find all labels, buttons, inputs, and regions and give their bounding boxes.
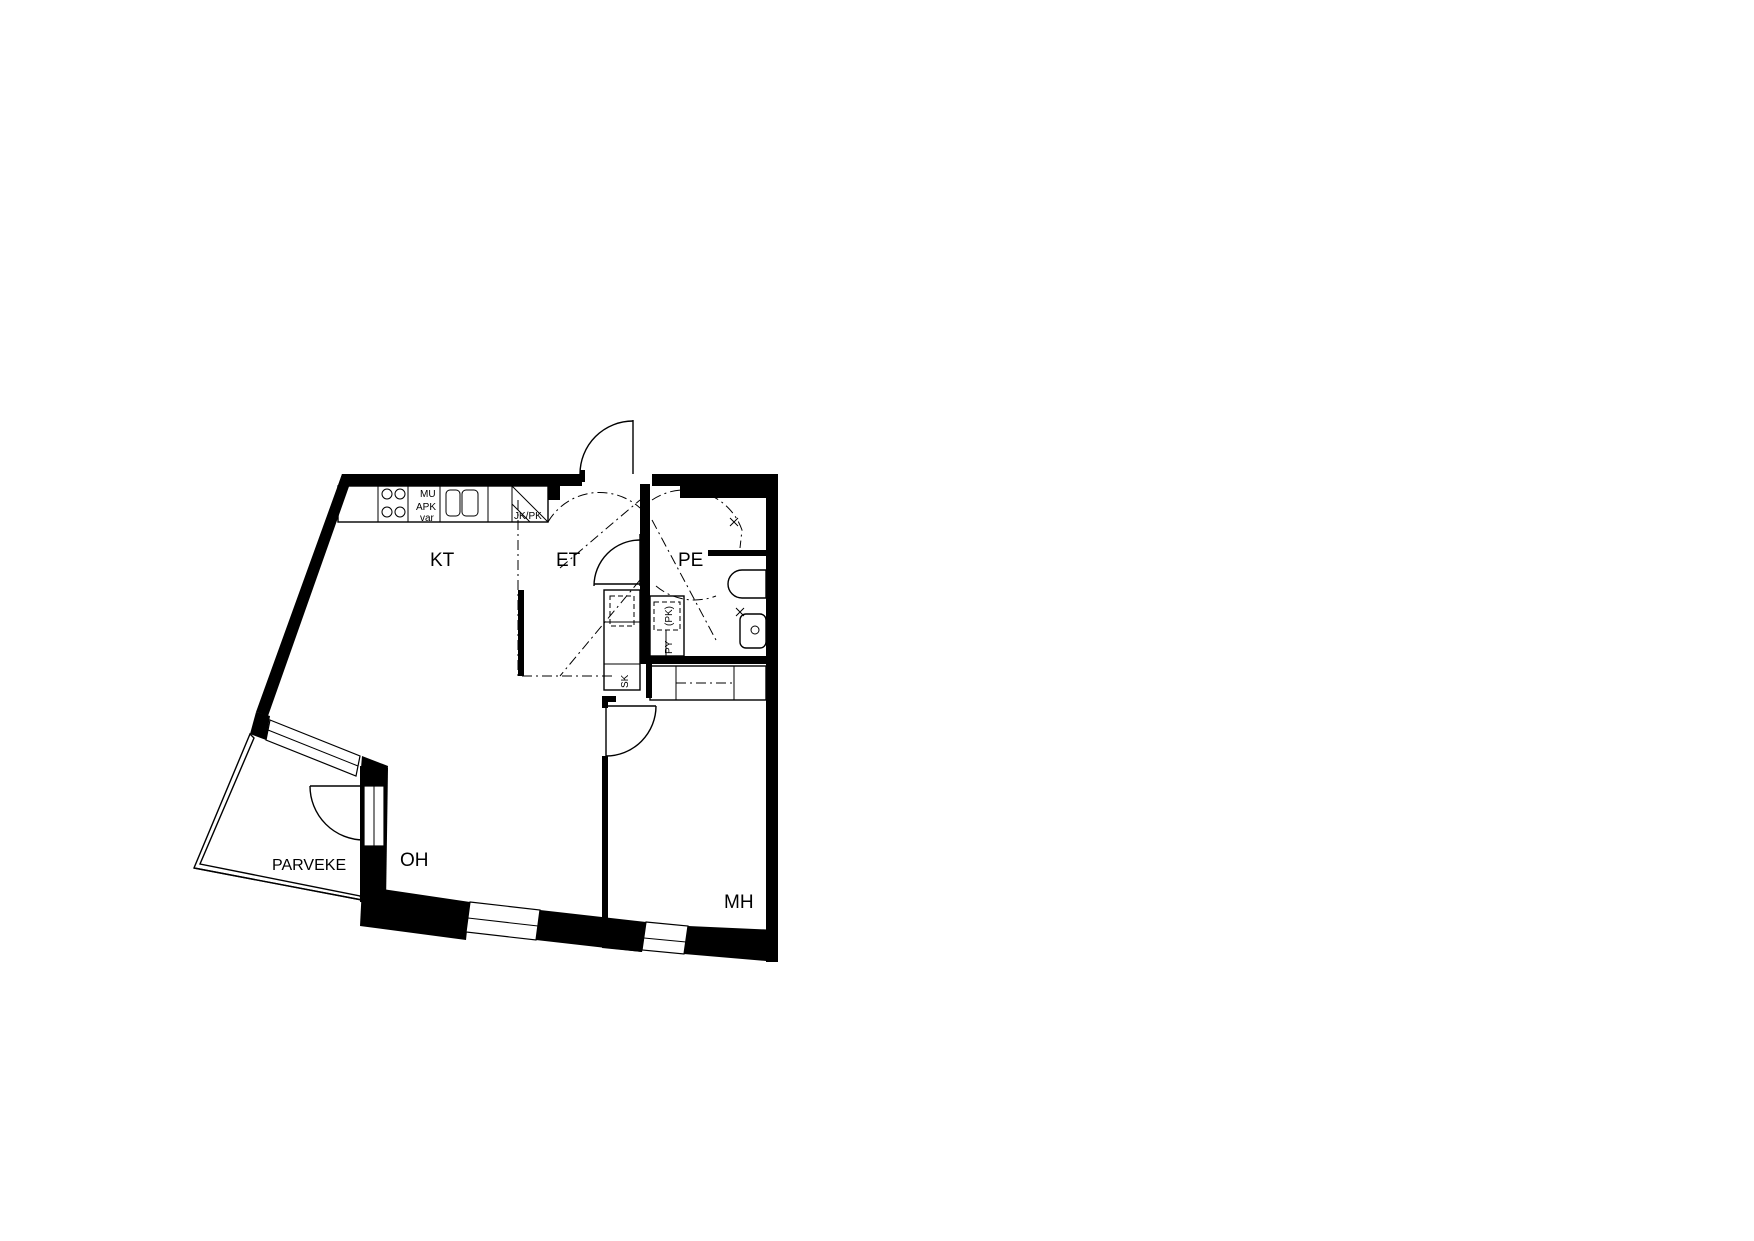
balcony bbox=[193, 732, 365, 901]
et-door bbox=[593, 534, 641, 587]
pe-fixtures bbox=[649, 517, 767, 657]
label-pk: (PK) bbox=[664, 606, 675, 626]
kitchen-counter bbox=[337, 485, 549, 523]
room-label-kt: KT bbox=[430, 550, 455, 571]
entrance-door bbox=[579, 420, 634, 482]
mh-door bbox=[605, 705, 657, 757]
label-jkpk: JK/PK bbox=[514, 511, 542, 522]
et-wardrobe bbox=[603, 589, 641, 691]
room-label-et: ET bbox=[556, 550, 581, 571]
label-sk: SK bbox=[620, 674, 631, 688]
label-var: var bbox=[420, 513, 435, 524]
fixture-labels: JK/PK MU APK var SK PY (PK) bbox=[416, 489, 675, 688]
windows bbox=[265, 719, 689, 955]
room-label-parveke: PARVEKE bbox=[272, 857, 346, 874]
passage-lines bbox=[517, 489, 743, 677]
room-label-mh: MH bbox=[724, 892, 754, 913]
label-py: PY bbox=[664, 640, 675, 654]
mh-wardrobe bbox=[649, 665, 767, 701]
label-mu: MU bbox=[420, 489, 436, 500]
room-label-pe: PE bbox=[678, 550, 703, 571]
exterior-walls bbox=[250, 474, 778, 962]
room-label-oh: OH bbox=[400, 850, 429, 871]
label-apk: APK bbox=[416, 502, 436, 513]
interior-walls bbox=[518, 484, 768, 946]
room-labels: KT ET PE OH MH PARVEKE bbox=[272, 550, 754, 913]
